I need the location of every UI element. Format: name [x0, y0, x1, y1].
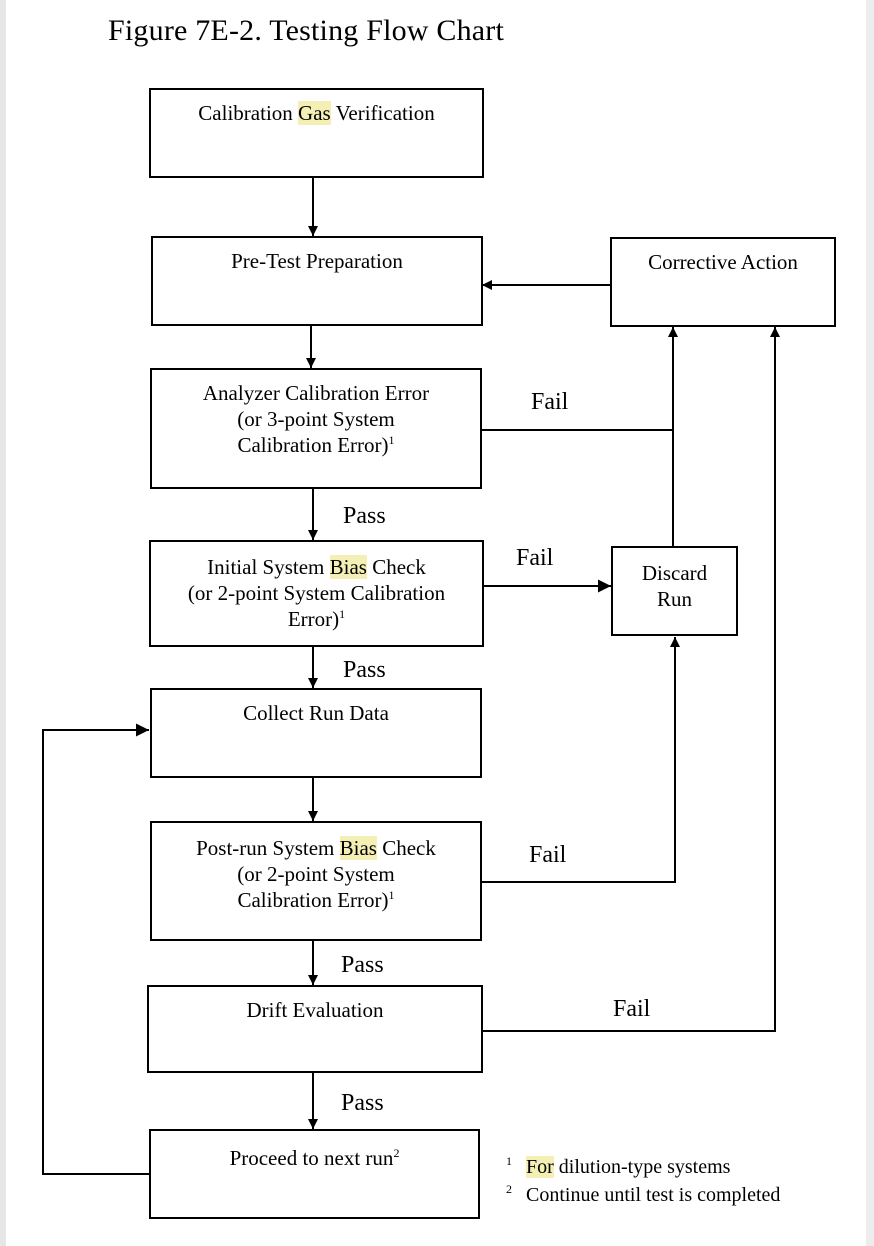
highlight-bias: Bias — [339, 836, 377, 860]
fail-label-initial-bias: Fail — [516, 545, 554, 571]
fail-label-drift: Fail — [613, 996, 651, 1022]
highlight-for: For — [526, 1156, 554, 1178]
pass-label-analyzer: Pass — [343, 503, 386, 529]
arrow-drift-to-corrective — [482, 327, 780, 1032]
drift-evaluation-box: Drift Evaluation — [147, 985, 483, 1073]
post-run-system-bias-check-box: Post-run System Bias Check (or 2-point S… — [150, 821, 482, 941]
pass-label-drift: Pass — [341, 1090, 384, 1116]
right-border — [866, 0, 874, 1246]
highlight-bias: Bias — [329, 555, 367, 579]
pass-label-post-run: Pass — [341, 952, 384, 978]
arrow-proceed-loop-to-collect — [42, 723, 150, 1175]
initial-system-bias-check-box: Initial System Bias Check (or 2-point Sy… — [149, 540, 484, 647]
discard-run-box: Discard Run — [611, 546, 738, 636]
figure-title: Figure 7E-2. Testing Flow Chart — [108, 14, 505, 47]
fail-label-post-run: Fail — [529, 842, 567, 868]
calibration-gas-verification-box: Calibration Gas Verification — [149, 88, 484, 178]
corrective-action-box: Corrective Action — [610, 237, 836, 327]
pass-label-initial-bias: Pass — [343, 657, 386, 683]
highlight-gas: Gas — [298, 101, 331, 125]
left-border — [0, 0, 6, 1246]
fail-label-analyzer: Fail — [531, 389, 569, 415]
analyzer-calibration-error-box: Analyzer Calibration Error (or 3-point S… — [150, 368, 482, 489]
proceed-to-next-run-box: Proceed to next run2 — [149, 1129, 480, 1219]
collect-run-data-box: Collect Run Data — [150, 688, 482, 778]
pre-test-preparation-box: Pre-Test Preparation — [151, 236, 483, 326]
arrow-postrun-to-discard — [481, 637, 680, 883]
